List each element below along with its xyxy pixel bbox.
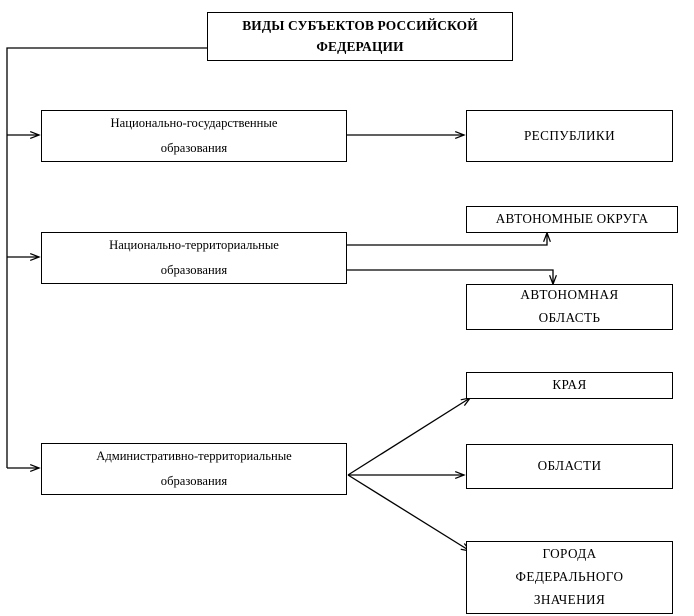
node-autonomous-oblast-line1: АВТОНОМНАЯ [520,287,619,303]
node-oblasts-label: ОБЛАСТИ [537,458,602,474]
node-autonomous-oblast-line2: ОБЛАСТЬ [538,310,601,325]
edge-national-territorial-to-autonomous-oblast [347,269,553,284]
node-national-territorial: Национально-территориальные образования [41,232,347,284]
node-administrative-territorial-line2: образования [160,474,228,488]
node-title: ВИДЫ СУБЪЕКТОВ РОССИЙСКОЙ ФЕДЕРАЦИИ [207,12,513,61]
node-krais-label: КРАЯ [552,377,587,393]
node-federal-cities-line2: ФЕДЕРАЛЬНОГО [515,569,624,585]
node-federal-cities-line3: ЗНАЧЕНИЯ [533,591,606,607]
node-title-line2: ФЕДЕРАЦИИ [316,38,404,54]
edge-administrative-territorial-to-federal-cities [347,474,470,551]
node-autonomous-oblast: АВТОНОМНАЯ ОБЛАСТЬ [466,284,673,330]
node-administrative-territorial-line1: Административно-территориальные [96,448,292,463]
node-title-line1: ВИДЫ СУБЪЕКТОВ РОССИЙСКОЙ [242,18,478,34]
node-republics-label: РЕСПУБЛИКИ [523,127,616,143]
node-oblasts: ОБЛАСТИ [466,444,673,489]
node-national-state-line1: Национально-государственные [110,115,278,130]
edge-administrative-territorial-to-krais [347,398,470,476]
edge-national-territorial-to-autonomous-okrugs [347,233,547,246]
node-federal-cities-line1: ГОРОДА [542,546,597,562]
node-autonomous-okrugs: АВТОНОМНЫЕ ОКРУГА [466,206,678,233]
node-national-state: Национально-государственные образования [41,110,347,162]
node-autonomous-okrugs-label: АВТОНОМНЫЕ ОКРУГА [495,211,649,227]
node-national-territorial-line2: образования [160,263,228,277]
node-republics: РЕСПУБЛИКИ [466,110,673,162]
node-federal-cities: ГОРОДА ФЕДЕРАЛЬНОГО ЗНАЧЕНИЯ [466,541,673,614]
node-national-territorial-line1: Национально-территориальные [109,237,279,252]
node-administrative-territorial: Административно-территориальные образова… [41,443,347,495]
node-krais: КРАЯ [466,372,673,399]
node-national-state-line2: образования [160,141,228,155]
